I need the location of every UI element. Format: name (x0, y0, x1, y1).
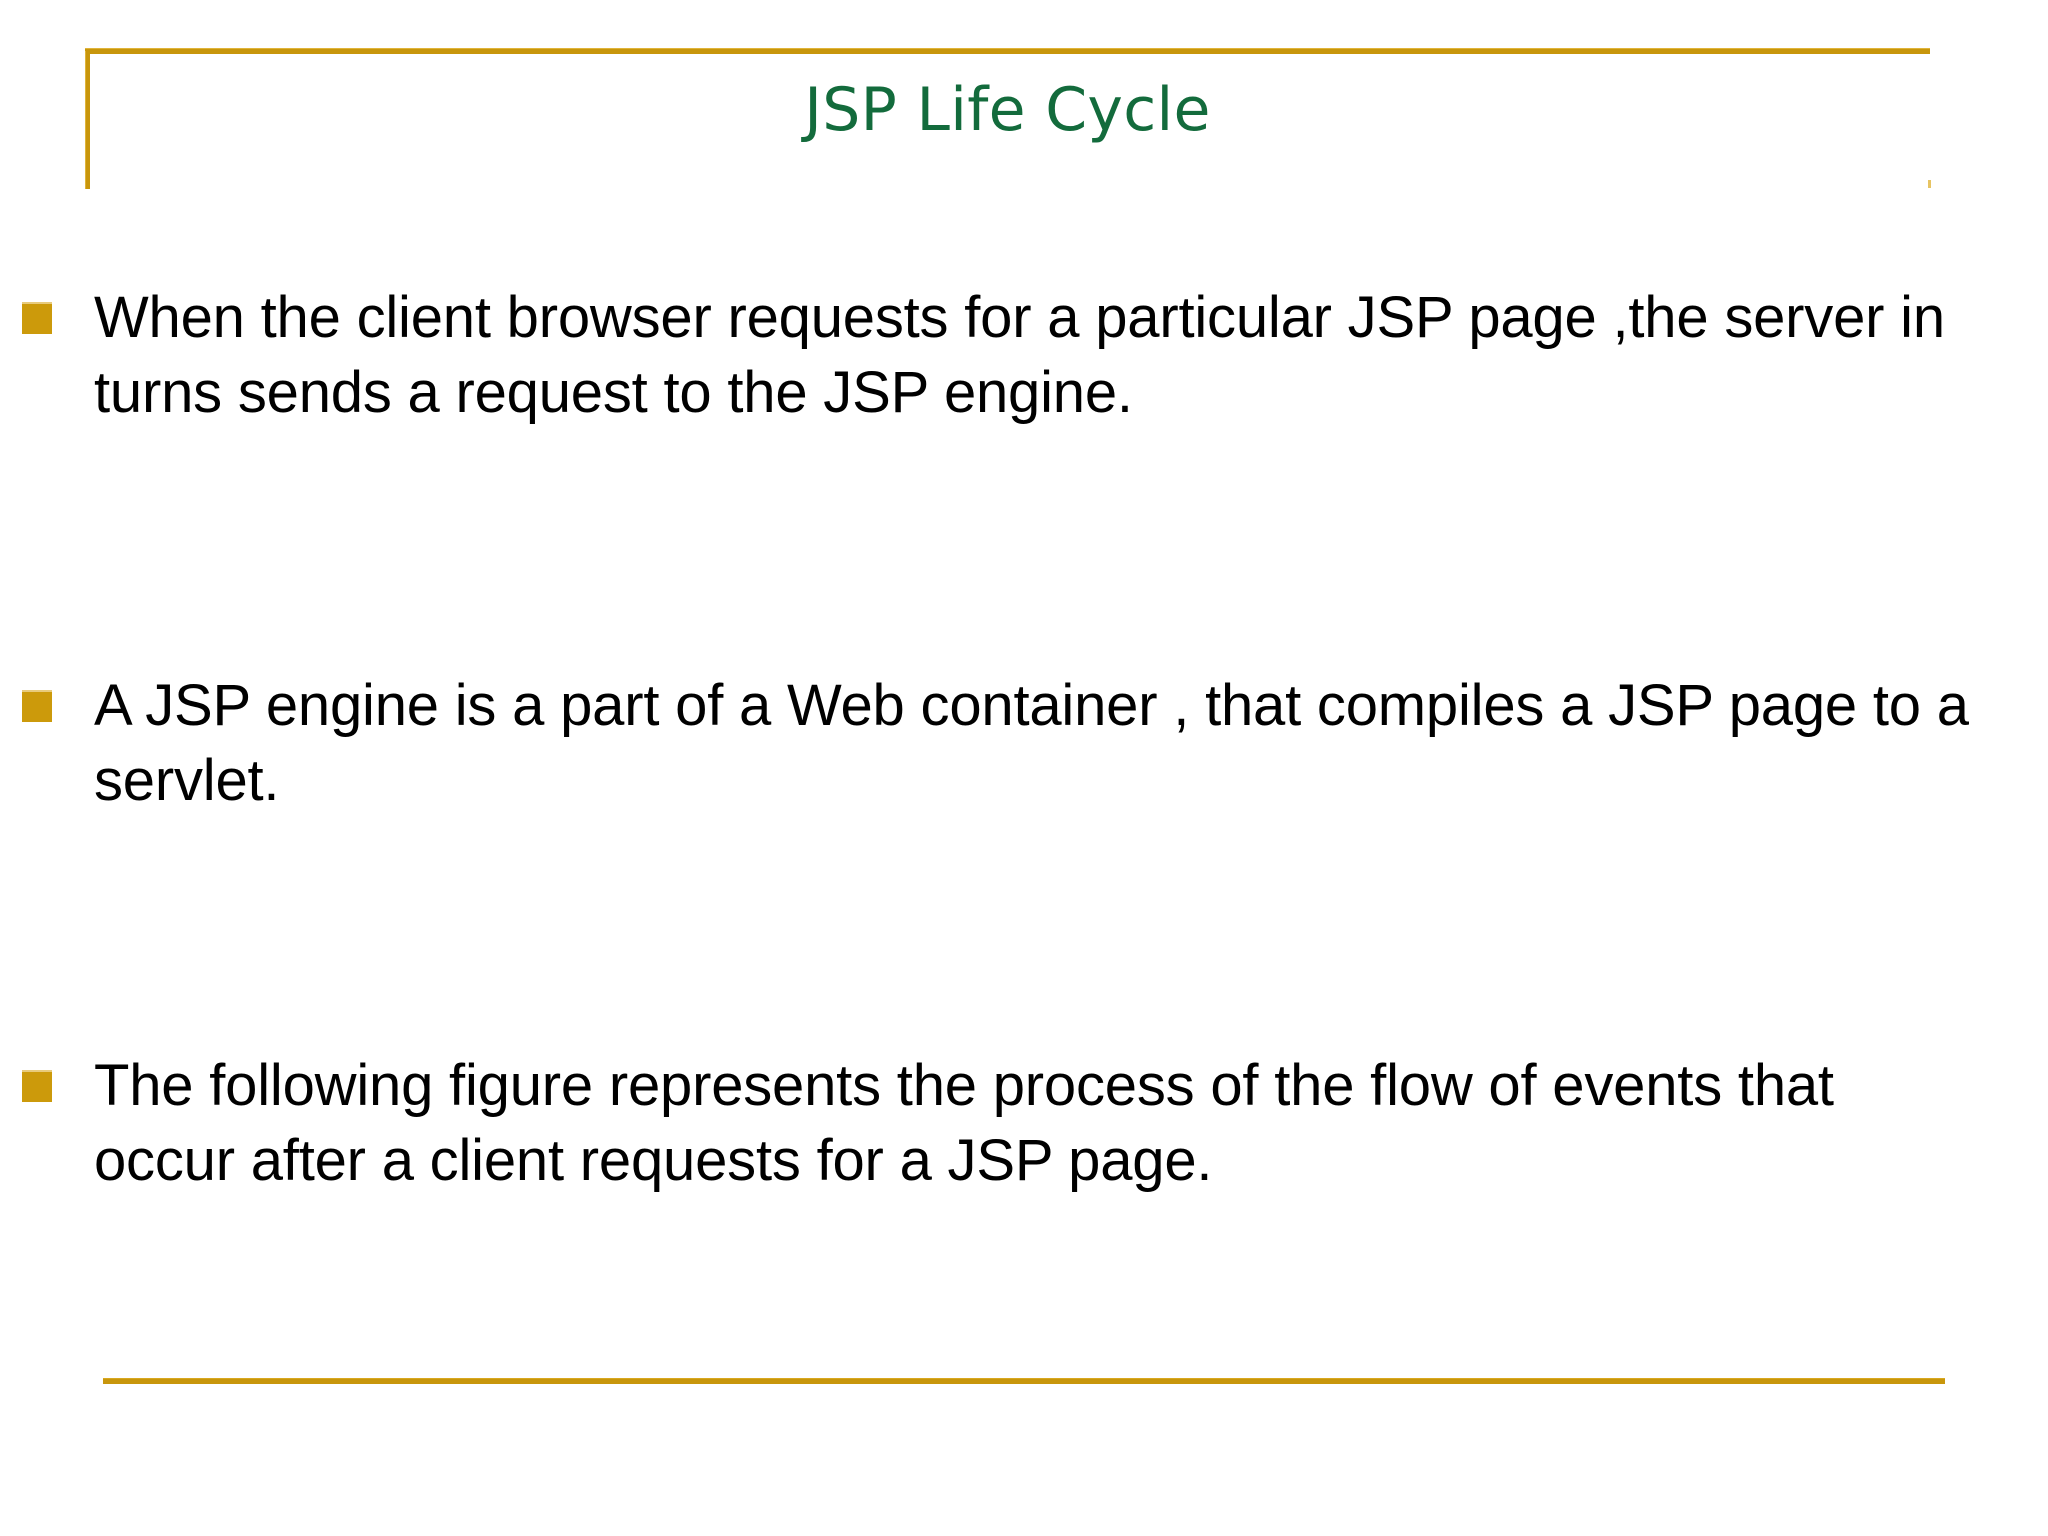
header-top-rule (85, 48, 1930, 54)
list-item: The following figure represents the proc… (0, 1048, 2048, 1199)
bullet-text-1: When the client browser requests for a p… (94, 285, 1945, 426)
header-right-tick-icon (1928, 180, 1931, 188)
bullet-text-2: A JSP engine is a part of a Web containe… (94, 673, 1969, 814)
square-bullet-icon (22, 1070, 52, 1102)
square-bullet-icon (22, 690, 52, 722)
list-item: A JSP engine is a part of a Web containe… (0, 668, 2048, 819)
bullet-text-3: The following figure represents the proc… (94, 1053, 1834, 1194)
header-left-rule (85, 51, 90, 189)
square-bullet-icon (22, 302, 52, 334)
page-title: JSP Life Cycle (804, 75, 1211, 145)
footer-rule (103, 1378, 1945, 1384)
list-item: When the client browser requests for a p… (0, 280, 2048, 431)
